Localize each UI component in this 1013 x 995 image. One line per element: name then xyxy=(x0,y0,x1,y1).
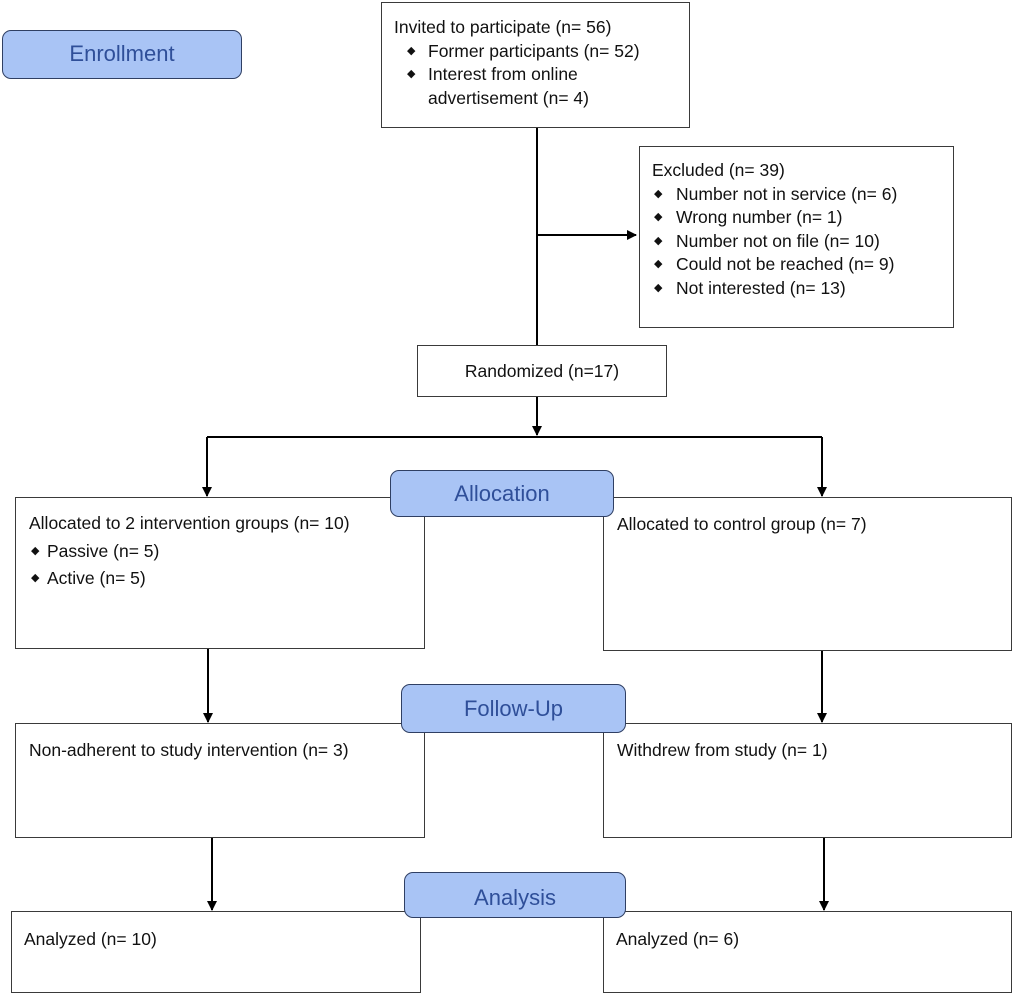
intervention-analysis-box: Analyzed (n= 10) xyxy=(11,911,421,993)
invited-box: Invited to participate (n= 56) ◆ Former … xyxy=(381,2,690,128)
intervention-allocation-title: Allocated to 2 intervention groups (n= 1… xyxy=(29,513,350,533)
excluded-item: ◆ Not interested (n= 13) xyxy=(652,277,897,301)
invited-item: ◆ Interest from online xyxy=(394,63,640,87)
excluded-box: Excluded (n= 39) ◆ Number not in service… xyxy=(639,146,954,328)
intervention-item: ◆ Passive (n= 5) xyxy=(29,540,350,564)
excluded-item: ◆ Could not be reached (n= 9) xyxy=(652,253,897,277)
invited-item-continuation: advertisement (n= 4) xyxy=(428,87,589,108)
excluded-item: ◆ Wrong number (n= 1) xyxy=(652,206,897,230)
intervention-followup-box: Non-adherent to study intervention (n= 3… xyxy=(15,723,425,838)
intervention-analysis-text: Analyzed (n= 10) xyxy=(24,929,157,949)
stage-follow-up: Follow-Up xyxy=(401,684,626,733)
control-allocation-box: Allocated to control group (n= 7) xyxy=(603,497,1012,651)
bullet-icon: ◆ xyxy=(31,544,40,557)
control-analysis-text: Analyzed (n= 6) xyxy=(616,929,740,949)
bullet-icon: ◆ xyxy=(654,281,663,294)
stage-allocation: Allocation xyxy=(390,470,614,517)
control-followup-text: Withdrew from study (n= 1) xyxy=(617,740,828,760)
bullet-icon: ◆ xyxy=(407,68,416,80)
excluded-item: ◆ Number not on file (n= 10) xyxy=(652,230,897,254)
bullet-icon: ◆ xyxy=(654,187,663,200)
bullet-icon: ◆ xyxy=(654,234,663,247)
stage-analysis: Analysis xyxy=(404,872,626,918)
intervention-followup-text: Non-adherent to study intervention (n= 3… xyxy=(29,740,349,760)
invited-item: ◆ Former participants (n= 52) xyxy=(394,40,640,64)
control-analysis-box: Analyzed (n= 6) xyxy=(603,911,1012,993)
control-allocation-title: Allocated to control group (n= 7) xyxy=(617,514,867,534)
stage-enrollment: Enrollment xyxy=(2,30,242,79)
excluded-title: Excluded (n= 39) xyxy=(652,160,785,180)
randomized-label: Randomized (n=17) xyxy=(464,361,620,381)
bullet-icon: ◆ xyxy=(654,211,663,223)
bullet-icon: ◆ xyxy=(407,44,416,57)
intervention-item: ◆ Active (n= 5) xyxy=(29,567,350,591)
randomized-box: Randomized (n=17) xyxy=(417,345,667,397)
excluded-item: ◆ Number not in service (n= 6) xyxy=(652,183,897,207)
bullet-icon: ◆ xyxy=(654,258,663,270)
invited-title: Invited to participate (n= 56) xyxy=(394,17,612,37)
intervention-allocation-box: Allocated to 2 intervention groups (n= 1… xyxy=(15,497,425,649)
bullet-icon: ◆ xyxy=(31,572,40,584)
control-followup-box: Withdrew from study (n= 1) xyxy=(603,723,1012,838)
